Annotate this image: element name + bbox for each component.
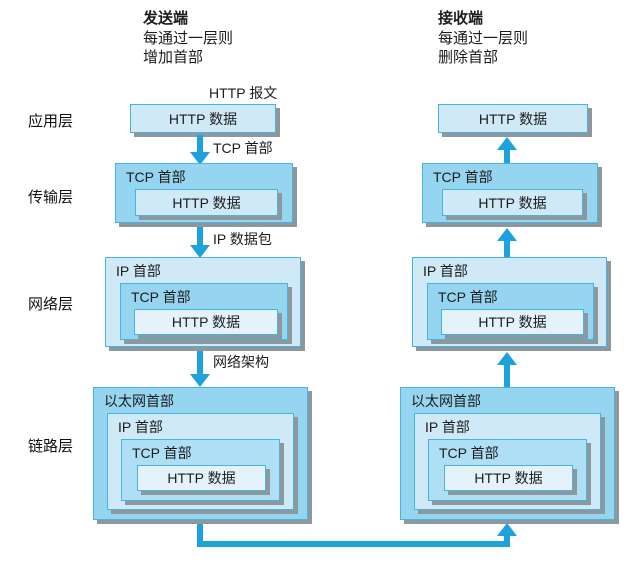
receiver-subtitle-line2: 删除首部 xyxy=(438,49,499,66)
box-label: HTTP 数据 xyxy=(167,470,236,486)
box-label: TCP 首部 xyxy=(439,445,499,461)
arrow-label-tcp-header: TCP 首部 xyxy=(213,140,273,156)
sender-transport-http-box: HTTP 数据 xyxy=(135,189,278,216)
up-arrow-icon xyxy=(504,364,510,387)
receiver-title: 接收端 xyxy=(438,10,484,27)
sender-link-http-box: HTTP 数据 xyxy=(137,465,266,491)
box-label: HTTP 数据 xyxy=(168,110,238,127)
box-label: HTTP 数据 xyxy=(478,194,547,211)
box-label: 以太网首部 xyxy=(104,393,174,409)
box-label: HTTP 数据 xyxy=(171,314,241,330)
up-arrow-icon xyxy=(497,523,517,536)
box-label: TCP 首部 xyxy=(433,169,493,185)
layer-label-transport: 传输层 xyxy=(28,189,74,206)
box-label: IP 首部 xyxy=(118,419,163,435)
receiver-app-http-box: HTTP 数据 xyxy=(438,104,588,133)
layer-label-network: 网络层 xyxy=(28,296,74,313)
down-arrow-icon xyxy=(197,227,203,245)
up-arrow-icon xyxy=(497,228,517,241)
down-arrow-icon xyxy=(197,351,203,374)
layer-label-link: 链路层 xyxy=(28,438,74,455)
receiver-transport-http-box: HTTP 数据 xyxy=(442,189,583,216)
box-label: TCP 首部 xyxy=(126,169,186,185)
box-label: HTTP 数据 xyxy=(478,314,547,330)
down-arrow-icon xyxy=(190,152,210,165)
down-arrow-icon xyxy=(197,135,203,152)
layer-label-application: 应用层 xyxy=(28,113,74,130)
box-label: 以太网首部 xyxy=(411,393,481,409)
box-label: IP 首部 xyxy=(423,263,468,279)
connector-line xyxy=(197,524,203,547)
box-label: HTTP 数据 xyxy=(172,194,241,211)
http-message-label: HTTP 报文 xyxy=(209,85,278,101)
sender-title: 发送端 xyxy=(143,10,189,27)
box-label: TCP 首部 xyxy=(131,289,191,305)
box-label: HTTP 数据 xyxy=(474,470,543,486)
sender-subtitle-line2: 增加首部 xyxy=(143,49,204,66)
box-label: IP 首部 xyxy=(116,263,161,279)
down-arrow-icon xyxy=(190,245,210,258)
box-label: HTTP 数据 xyxy=(478,110,548,127)
receiver-link-http-box: HTTP 数据 xyxy=(444,465,573,491)
connector-line xyxy=(504,535,510,547)
connector-line xyxy=(197,541,510,547)
up-arrow-icon xyxy=(497,137,517,150)
arrow-label-ip-packet: IP 数据包 xyxy=(213,231,272,247)
box-label: TCP 首部 xyxy=(438,289,498,305)
up-arrow-icon xyxy=(504,240,510,257)
sender-app-http-box: HTTP 数据 xyxy=(130,104,276,133)
up-arrow-icon xyxy=(497,352,517,365)
arrow-label-network-frame: 网络架构 xyxy=(213,354,269,370)
box-label: IP 首部 xyxy=(425,419,470,435)
receiver-subtitle-line1: 每通过一层则 xyxy=(438,30,529,47)
up-arrow-icon xyxy=(504,149,510,163)
box-label: TCP 首部 xyxy=(132,445,192,461)
down-arrow-icon xyxy=(190,374,210,387)
receiver-network-http-box: HTTP 数据 xyxy=(441,309,584,335)
sender-subtitle-line1: 每通过一层则 xyxy=(143,30,234,47)
sender-network-http-box: HTTP 数据 xyxy=(134,309,278,335)
